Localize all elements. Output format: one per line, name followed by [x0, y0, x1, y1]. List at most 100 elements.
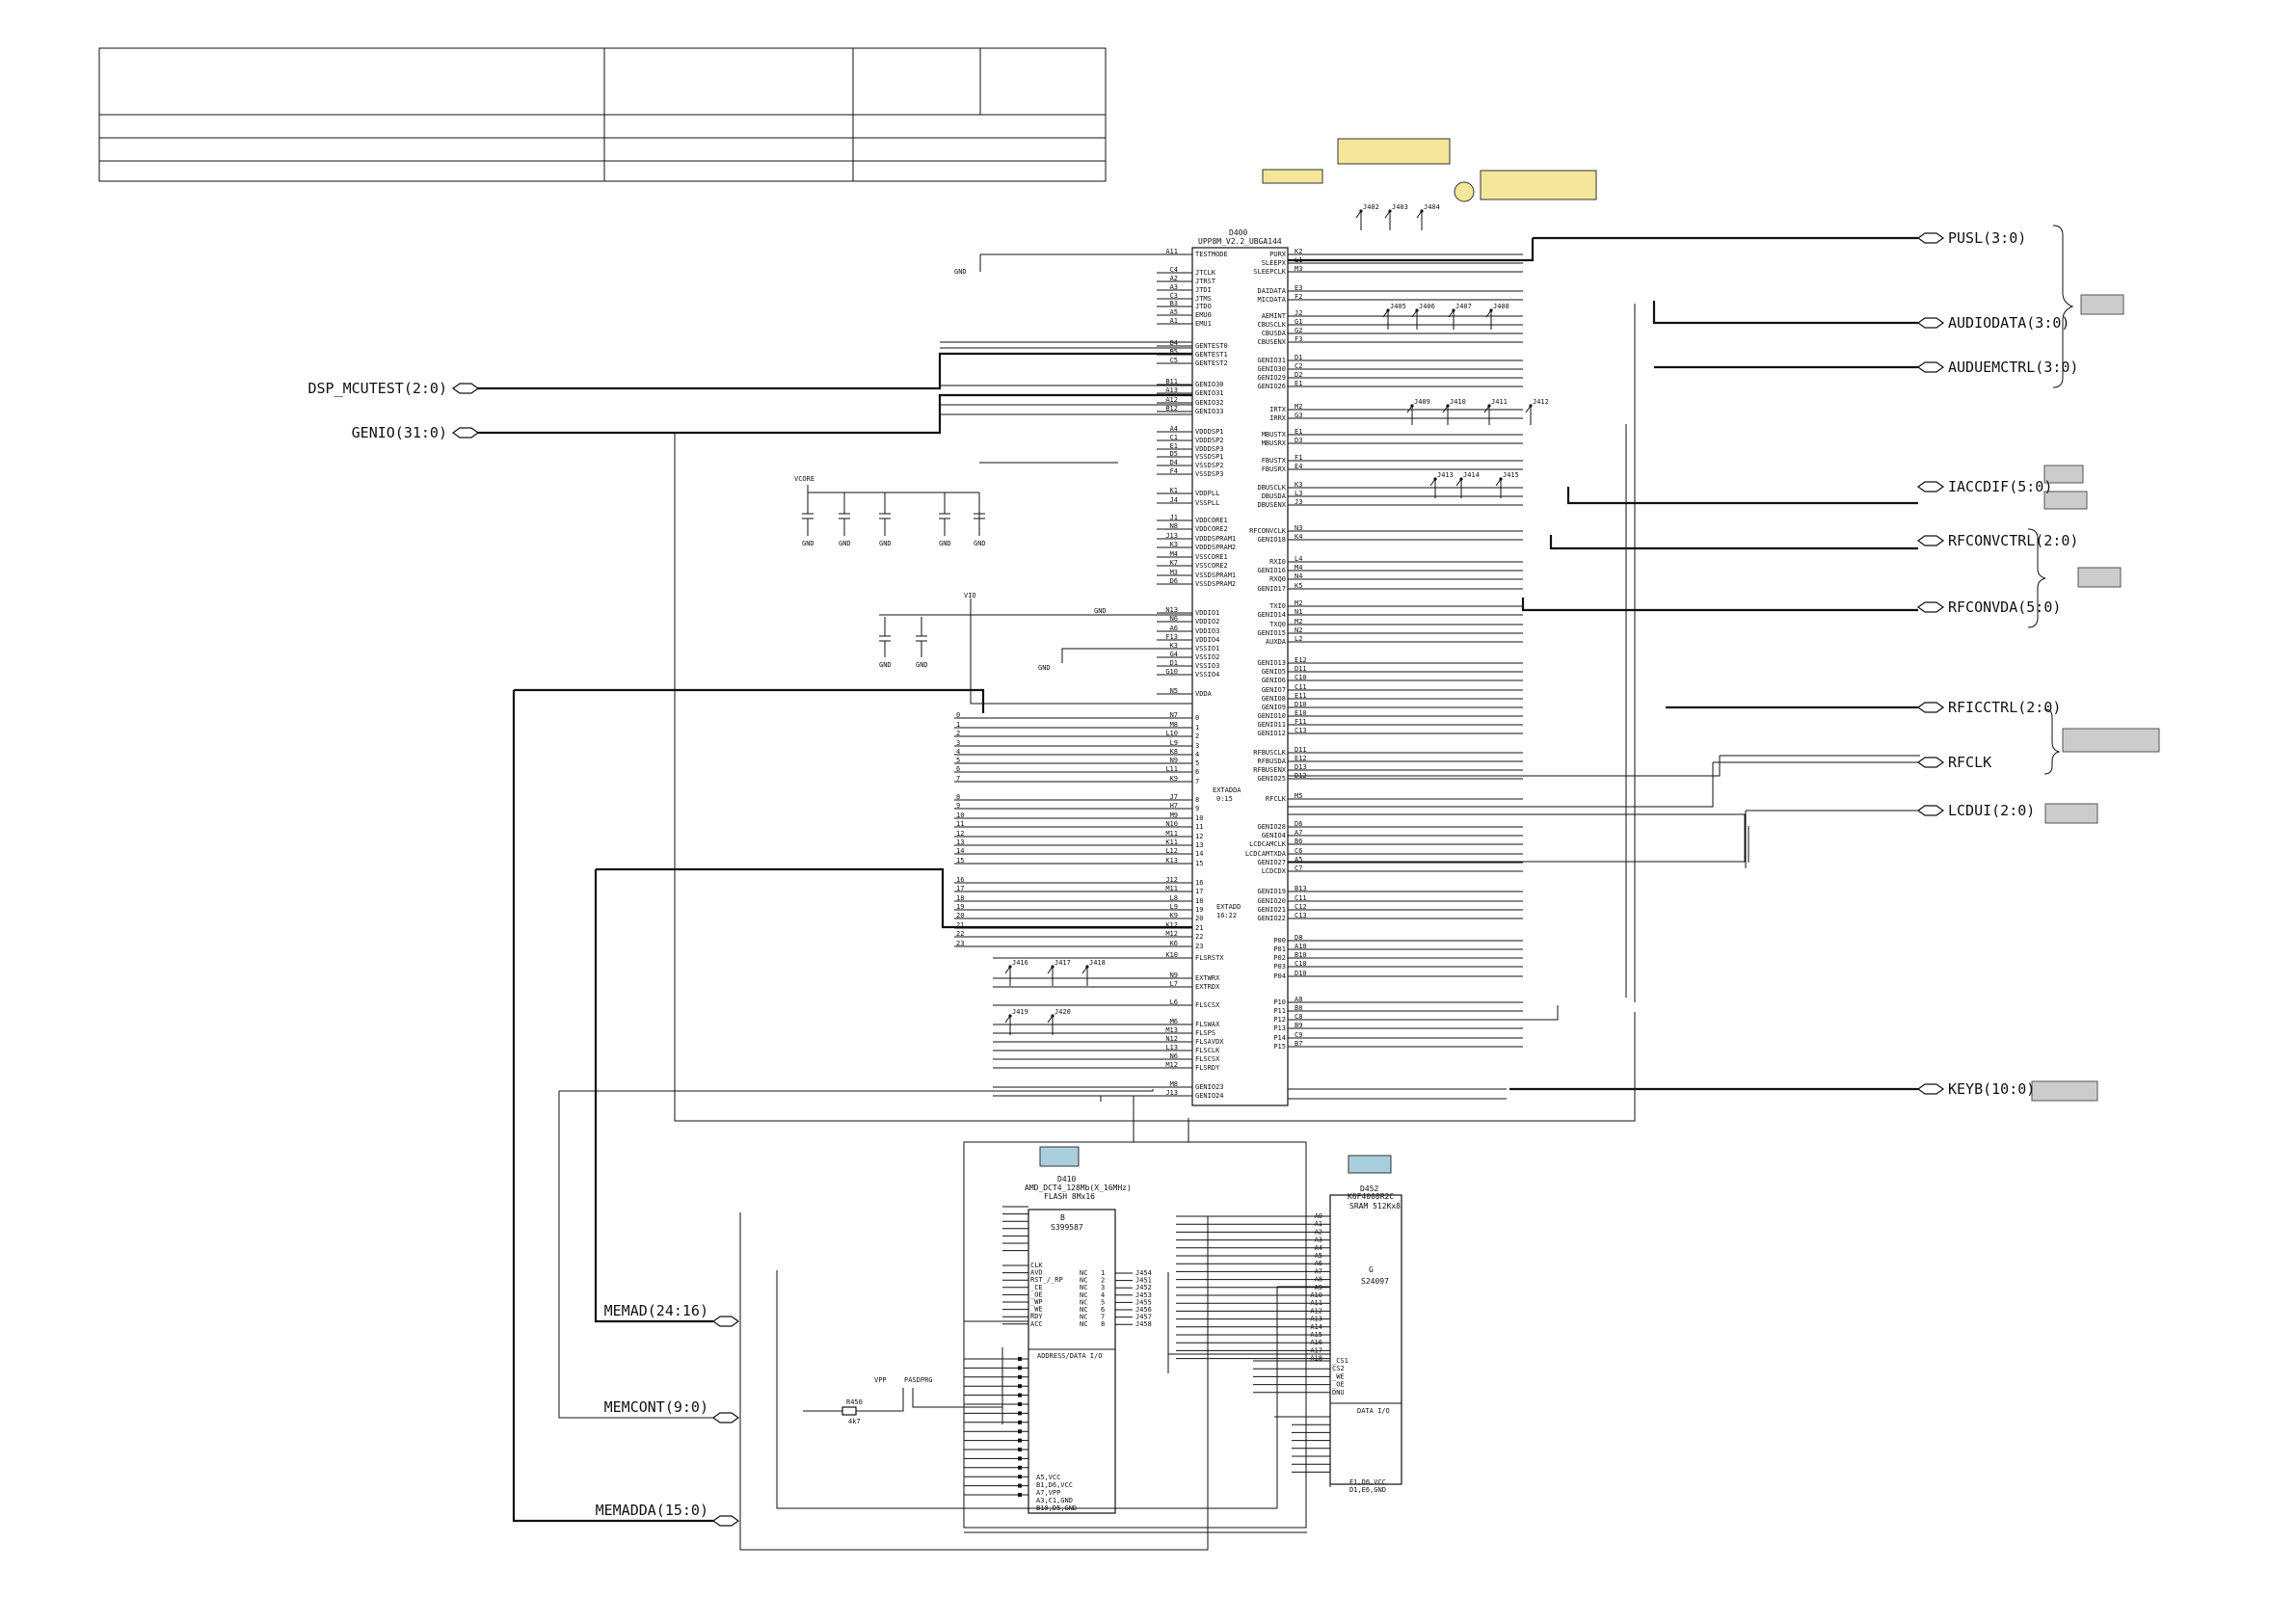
flash-nc-num: 1 [1101, 1269, 1105, 1277]
flash-power-note: B1,D6,VCC [1036, 1481, 1073, 1489]
d400-left-pin-name: VSSIO2 [1195, 653, 1219, 661]
d400-right-pin-name: GENIO12 [1257, 730, 1286, 737]
flash-nc-tp: J455 [1135, 1298, 1152, 1306]
test-point-label: J405 [1390, 303, 1406, 310]
vpp-label: VPP [874, 1376, 887, 1384]
cap-gnd-label: GND [839, 540, 851, 547]
d400-right-pin-ball: G3 [1295, 412, 1302, 419]
d400-right-pin-ball: A8 [1295, 996, 1302, 1003]
sram-addr-name: A2 [1315, 1228, 1322, 1236]
d400-left-pin-name: VSSDSP3 [1195, 470, 1224, 478]
d400-ext-pin-net: 14 [956, 847, 964, 855]
d400-left-pin-name: VDDIO2 [1195, 618, 1219, 625]
flash-nc-tp: J451 [1135, 1277, 1152, 1285]
d400-ext-pin-ball: L9 [1170, 739, 1178, 747]
offpage-connectors: DSP_MCUTEST(2:0)GENIO(31:0)PUSL(3:0)AUDI… [308, 229, 2078, 1527]
flash-nc-name: NC [1080, 1314, 1087, 1321]
d400-right-pin-ball: D2 [1295, 371, 1302, 379]
d400-left-pin-ball: A3 [1170, 283, 1178, 291]
test-point-label: J404 [1424, 203, 1440, 211]
d400-right-pin-name: P04 [1273, 972, 1286, 980]
test-point-label: J411 [1491, 398, 1508, 406]
test-point-stub [1384, 210, 1391, 230]
d400-right-pin-ball: F3 [1295, 335, 1302, 343]
d400-left-pin-ball: J4 [1170, 496, 1178, 504]
d400-flash-pin-name: FLSAVDX [1195, 1038, 1224, 1046]
d400-right-pin-ball: D6 [1295, 820, 1302, 828]
d400-right-pin-name: GENIO5 [1262, 668, 1286, 676]
flash-nc-num: 6 [1101, 1306, 1105, 1314]
d400-right-pin-ball: J2 [1295, 309, 1302, 317]
d400-right-pin-ball: C13 [1295, 727, 1307, 734]
d400-left-pin-ball: G10 [1165, 668, 1178, 676]
d400-flash-pin-name: EXTRDX [1195, 983, 1220, 991]
offpage-memcont-label: MEMCONT(9:0) [604, 1398, 708, 1416]
d400-right-pin-ball: L3 [1295, 490, 1302, 497]
flash-data-dot [1018, 1448, 1022, 1451]
sram-addr-name: A9 [1315, 1284, 1322, 1291]
d400-right-pin-ball: M5 [1295, 792, 1302, 800]
d400-left-pin-name: VDDDSPRAM2 [1195, 544, 1236, 551]
flash-nc-tp: J458 [1135, 1320, 1152, 1328]
d400-ext-pin-net: 23 [956, 940, 964, 947]
d400-left-pin-ball: B12 [1165, 405, 1178, 412]
test-point-dot [1433, 477, 1437, 481]
sram-addr-name: A5 [1315, 1252, 1322, 1260]
d400-right-pin-name: GENIO30 [1257, 365, 1286, 373]
test-point-stub [1047, 966, 1054, 986]
d400-ext-pin-net: 2 [956, 730, 960, 737]
d400-flash-pin-ball: M8 [1170, 1080, 1178, 1088]
d400-left-pin-name: EMU1 [1195, 320, 1212, 328]
d400-flash-pin-name: EXTWRX [1195, 974, 1220, 982]
test-point-dot [1359, 209, 1363, 213]
d400-ext-pin-name: 2 [1195, 732, 1199, 740]
d400-right-pin-name: GENIO25 [1257, 775, 1286, 783]
d400-left-pin-name: JTDI [1195, 286, 1212, 294]
d400-right-pin-name: CBUSENX [1257, 338, 1286, 346]
d400-flash-pin-name: FLSCSX [1195, 1001, 1220, 1009]
d400-left-pin-name: VDDIO3 [1195, 627, 1219, 635]
d400-left-pin-ball: C4 [1170, 266, 1178, 274]
test-point-dot [1415, 308, 1419, 312]
cap-gnd-label: GND [879, 540, 892, 547]
offpage-lcdui-symbol [1916, 805, 1945, 816]
d400-left-pin-ball: B4 [1170, 339, 1178, 347]
d400-left-pin-ball: J1 [1170, 514, 1178, 521]
offpage-iaccdif-label: IACCDIF(5:0) [1948, 478, 2052, 495]
d400-left-pin-ball: K1 [1170, 487, 1178, 494]
d400-ext-pin-ball: L8 [1170, 894, 1178, 902]
d400-ext-pin-ball: L11 [1165, 765, 1178, 773]
d400-right-pin-name: P00 [1273, 937, 1286, 945]
sram-addr-name: A11 [1310, 1299, 1322, 1307]
d400-left-pin-ball: C5 [1170, 357, 1178, 364]
flash-nc-name: NC [1080, 1306, 1087, 1314]
d400-left-pin-ball: J13 [1165, 532, 1178, 540]
d400-right-pin-name: CBUSCLK [1257, 321, 1286, 329]
d400-ext-pin-name: 17 [1195, 888, 1203, 895]
d400-right-pin-name: GENIO18 [1257, 536, 1286, 544]
d400-right-pin-ball: C6 [1295, 847, 1302, 855]
d400-right-pin-ball: E11 [1295, 692, 1307, 700]
sram-addr-name: A12 [1310, 1307, 1322, 1315]
d400-right-pin-ball: B6 [1295, 838, 1302, 845]
d400-right-pin-name: RFCONVCLK [1249, 527, 1287, 535]
d400-left-pin-ball: N8 [1170, 522, 1178, 530]
test-point-stub [1081, 966, 1088, 986]
d400-flash-pin-name: FLSRDY [1195, 1064, 1220, 1072]
ic-d400-part: UPP8M_V2.2_UBGA144 [1198, 237, 1282, 246]
ic-d410-flash: D410 AMD_DCT4_128Mb(X_16MHz) FLASH 8Mx16… [963, 1141, 1307, 1529]
d400-ext-pin-net: 5 [956, 757, 960, 764]
d400-right-pin-ball: E10 [1295, 709, 1307, 717]
d400-right-pin-name: GENIO9 [1262, 704, 1286, 711]
d400-ext-pin-net: 17 [956, 885, 964, 892]
d400-right-pin-name: GENIO8 [1262, 695, 1286, 703]
d400-right-pin-name: RFBUSCLK [1253, 749, 1287, 757]
d400-ext-pin-name: 14 [1195, 850, 1203, 858]
d400-ext-pin-net: 19 [956, 903, 964, 911]
d400-right-pin-ball: M2 [1295, 599, 1302, 607]
d400-left-pin-name: VDDDSP1 [1195, 428, 1224, 436]
flash-nc-num: 7 [1101, 1314, 1105, 1321]
d400-ext-pin-ball: M11 [1165, 885, 1178, 892]
